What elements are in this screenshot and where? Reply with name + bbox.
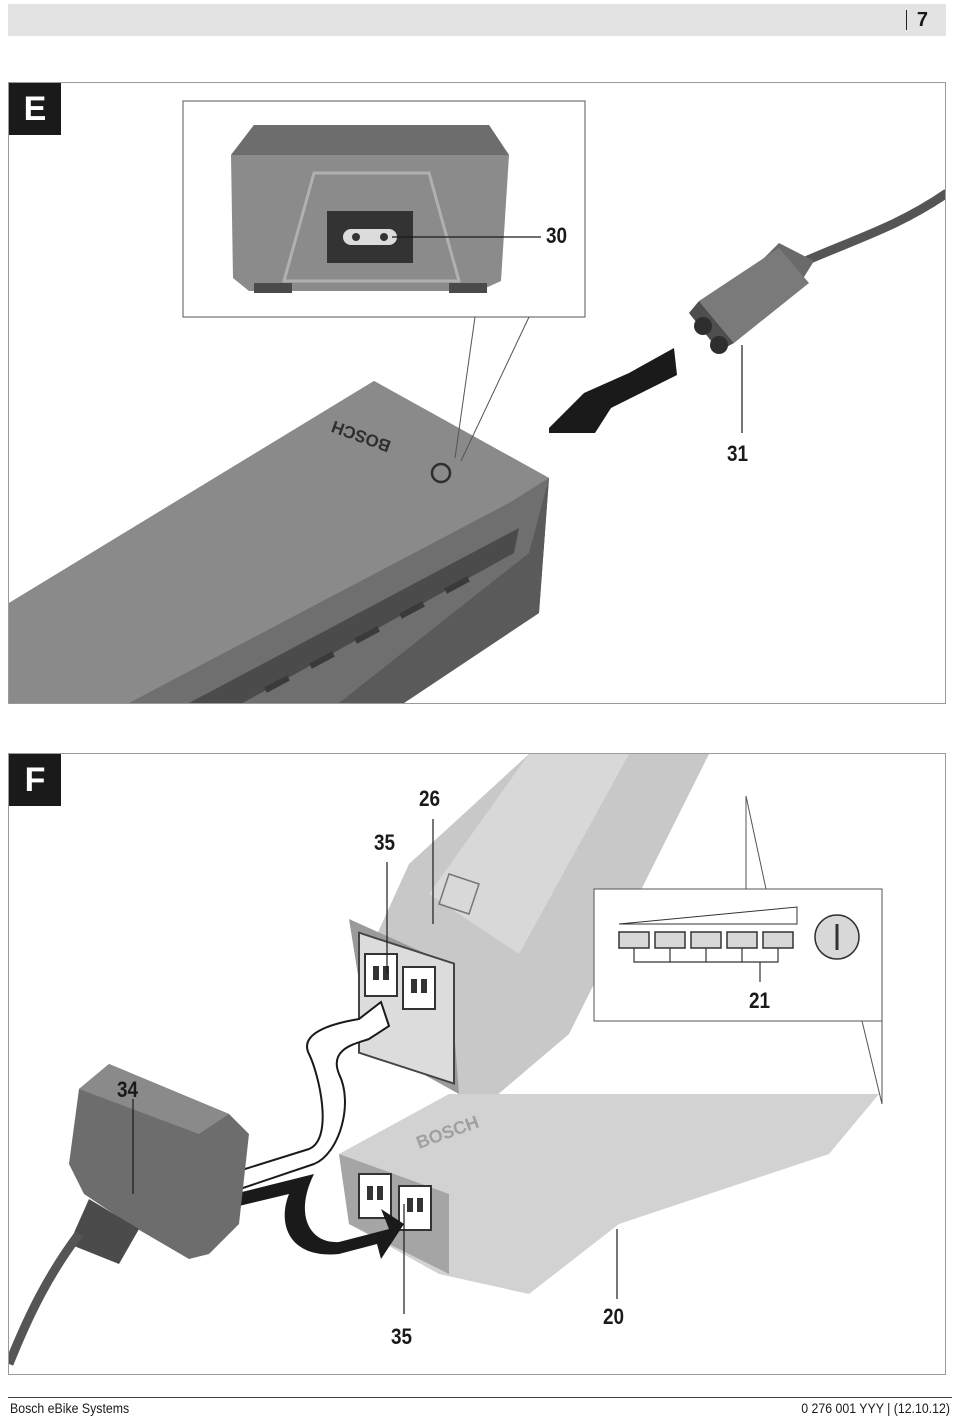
- callout-21: 21: [749, 988, 771, 1013]
- insertion-arrows: [227, 1000, 404, 1259]
- page-number: 7: [905, 10, 928, 30]
- callout-34: 34: [117, 1077, 139, 1102]
- footer-brand: Bosch eBike Systems: [10, 1400, 130, 1416]
- header-bar: 7: [8, 4, 946, 36]
- battery-bottom: BOSCH: [339, 1094, 879, 1294]
- zoom-inset: [182, 100, 586, 462]
- charge-indicator-inset: [593, 795, 883, 1105]
- callout-leaders: [132, 819, 618, 1314]
- footer-doc-number: 0 276 001 YYY | (12.10.12): [801, 1400, 950, 1416]
- footer-rule: [8, 1397, 952, 1398]
- insertion-arrow: [549, 348, 677, 433]
- power-cable: [689, 189, 945, 433]
- figure-f-tag: F: [9, 754, 61, 806]
- figure-f-illustration: BOSCH: [9, 754, 883, 1366]
- callout-30: 30: [546, 223, 568, 248]
- bosch-logo-icon: [430, 462, 452, 484]
- figure-e-illustration: BOSCH: [9, 100, 945, 703]
- figure-e-panel: E BOSCH: [8, 82, 946, 704]
- callout-35-bottom: 35: [391, 1324, 413, 1349]
- charge-led-icon: [618, 931, 794, 949]
- callout-26: 26: [419, 786, 441, 811]
- callout-35-top: 35: [374, 830, 396, 855]
- callout-31: 31: [727, 441, 749, 466]
- charger-body: BOSCH: [9, 381, 549, 703]
- figure-f-panel: F: [8, 753, 946, 1375]
- battery-top: [349, 754, 709, 1102]
- battery-top-socket-icon: [364, 953, 436, 1010]
- figure-e-tag: E: [9, 83, 61, 135]
- charge-plug: [9, 1064, 249, 1366]
- callout-20: 20: [603, 1304, 625, 1329]
